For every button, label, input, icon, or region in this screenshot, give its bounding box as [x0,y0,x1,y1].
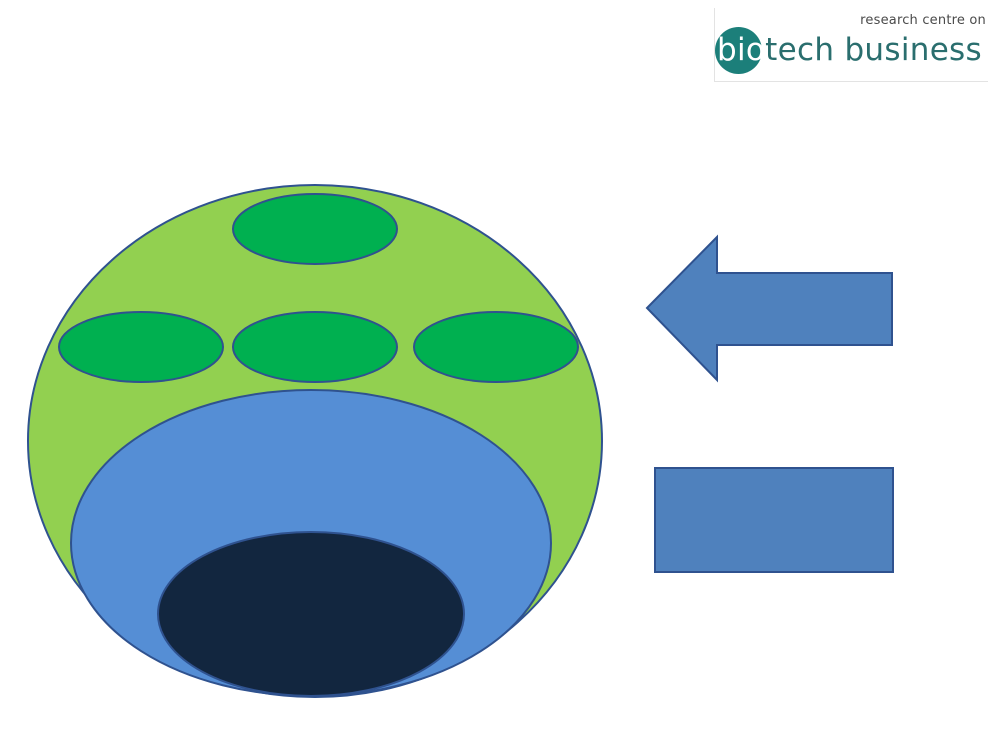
right-oval [413,311,579,383]
logo-bubble [715,27,762,74]
middle-oval [232,311,398,383]
logo-word-tech: tech [765,32,835,68]
inner-ellipse [157,531,465,697]
top-oval [232,193,398,265]
logo-tagline: research centre on [860,13,986,28]
logo-wordmark: biotech business [717,30,982,70]
left-oval [58,311,224,383]
logo-word-bio: bio [717,32,766,68]
blue-box [654,467,894,573]
logo: research centre on biotech business [714,8,988,82]
left-arrow [645,234,893,383]
logo-word-business: business [844,32,982,68]
